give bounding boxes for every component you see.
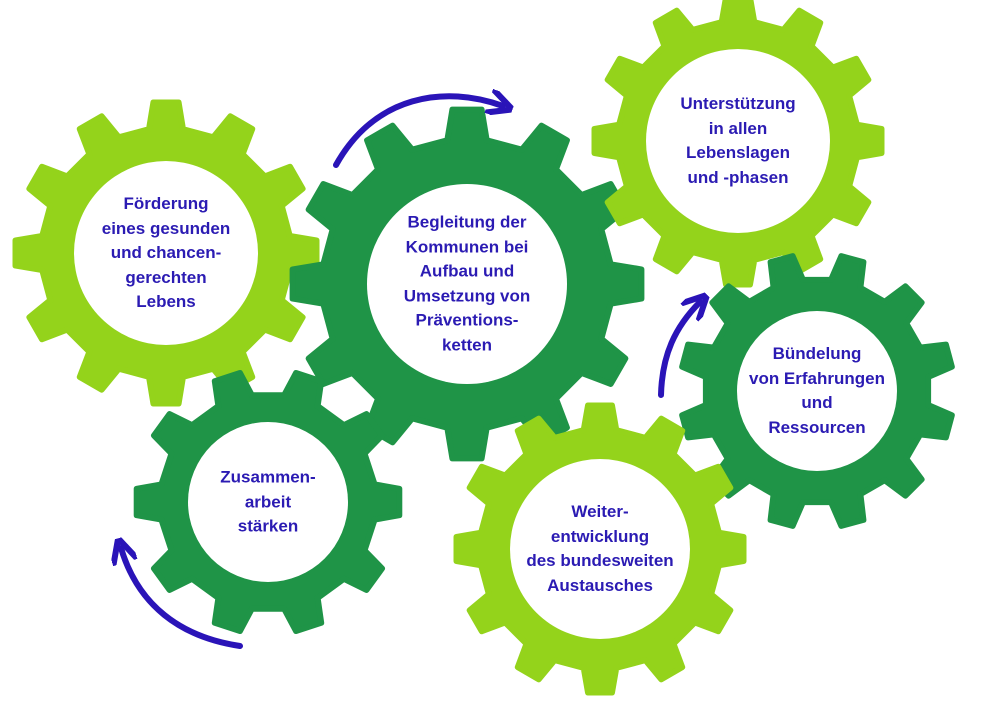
gear-label-foerderung: Förderung eines gesunden und chancen- ge…	[101, 193, 231, 311]
gear-label-buendelung: Bündelung von Erfahrungen und Ressourcen	[748, 344, 885, 437]
curved-arrow-right-icon	[333, 96, 503, 168]
gear-weiterentwicklung	[453, 402, 747, 696]
gear-label-begleitung: Begleitung der Kommunen bei Aufbau und U…	[403, 212, 531, 355]
gear-unterstuetzung	[591, 0, 885, 288]
gear-zusammenarbeit-center	[188, 422, 348, 582]
curved-arrow-up-icon	[658, 302, 700, 398]
gear-label-weiterentwicklung: Weiter- entwicklung des bundesweiten Aus…	[526, 502, 674, 595]
gear-foerderung-center	[74, 161, 258, 345]
gear-foerderung	[12, 99, 320, 407]
gear-begleitung-center	[367, 184, 567, 384]
gear-unterstuetzung-center	[646, 49, 830, 233]
gear-weiterentwicklung-center	[510, 459, 690, 639]
curved-arrow-up-left-icon	[121, 548, 243, 649]
gear-label-zusammenarbeit: Zusammen- arbeit stärken	[220, 467, 316, 536]
gear-buendelung-center	[737, 311, 897, 471]
gear-buendelung	[679, 253, 955, 529]
gear-label-unterstuetzung: Unterstützung in allen Lebenslagen und -…	[680, 94, 796, 187]
gear-begleitung	[289, 106, 645, 462]
gear-zusammenarbeit	[133, 370, 403, 634]
